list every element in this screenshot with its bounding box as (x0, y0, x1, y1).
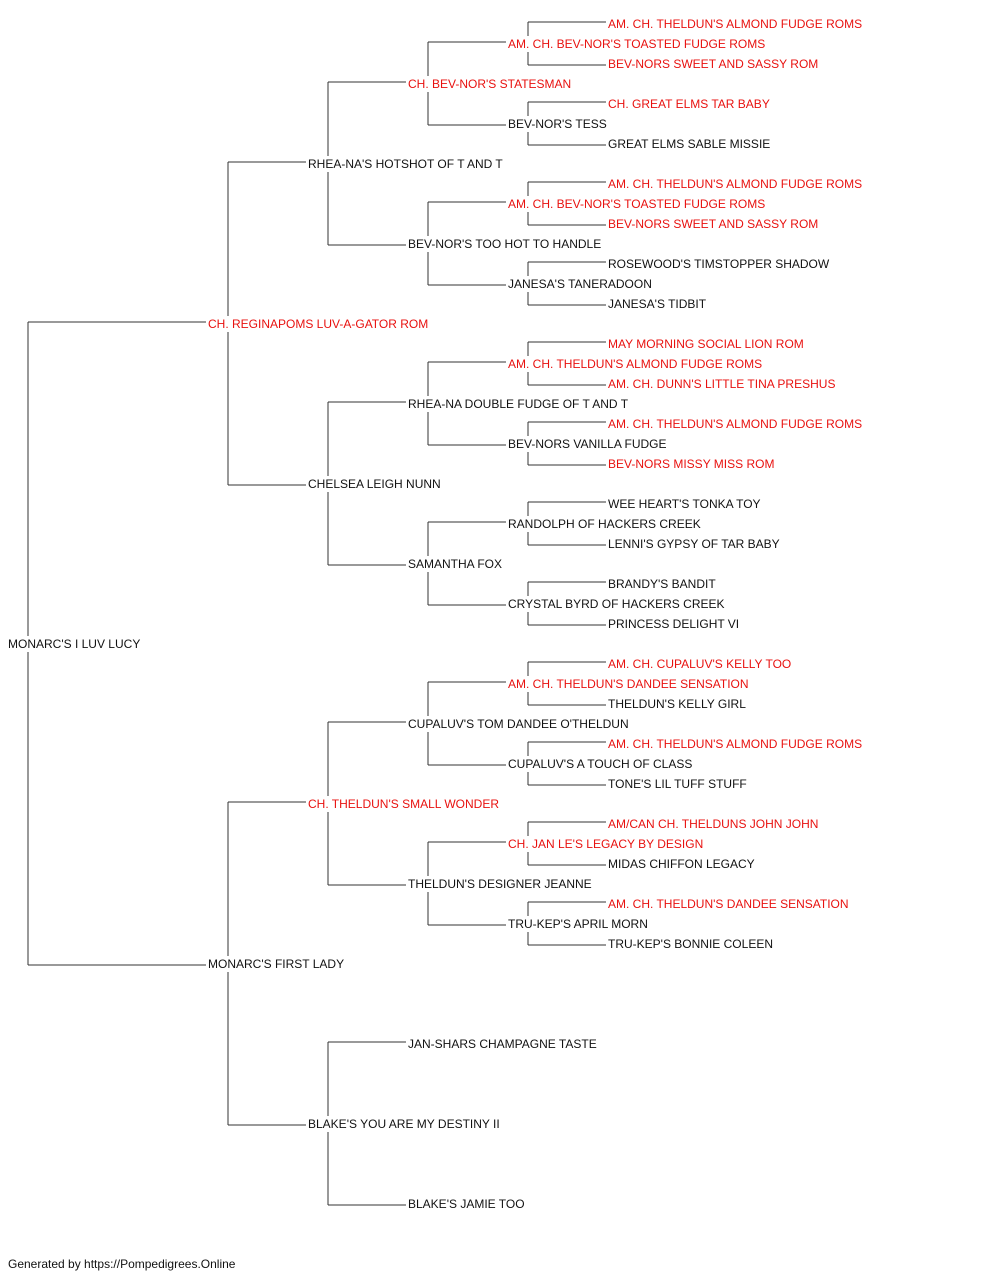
pedigree-entry-gen2: CH. THELDUN'S SMALL WONDER (307, 797, 500, 811)
pedigree-entry-gen5: GREAT ELMS SABLE MISSIE (607, 137, 772, 151)
pedigree-entry-gen5: AM. CH. THELDUN'S ALMOND FUDGE ROMS (607, 177, 864, 191)
pedigree-entry-gen4: AM. CH. BEV-NOR'S TOASTED FUDGE ROMS (507, 37, 767, 51)
pedigree-entry-gen5: PRINCESS DELIGHT VI (607, 617, 741, 631)
pedigree-entry-gen5: AM. CH. THELDUN'S ALMOND FUDGE ROMS (607, 17, 864, 31)
pedigree-entry-gen4: AM. CH. THELDUN'S DANDEE SENSATION (507, 677, 750, 691)
pedigree-entry-gen5: MAY MORNING SOCIAL LION ROM (607, 337, 805, 351)
pedigree-entry-gen5: TONE'S LIL TUFF STUFF (607, 777, 748, 791)
pedigree-entry-gen3: BEV-NOR'S TOO HOT TO HANDLE (407, 237, 603, 251)
pedigree-entry-gen3: SAMANTHA FOX (407, 557, 504, 571)
pedigree-entry-gen5: BEV-NORS SWEET AND SASSY ROM (607, 217, 820, 231)
pedigree-entry-gen4: CH. JAN LE'S LEGACY BY DESIGN (507, 837, 705, 851)
pedigree-entry-gen1: CH. REGINAPOMS LUV-A-GATOR ROM (207, 317, 430, 331)
pedigree-entry-gen3: BLAKE'S JAMIE TOO (407, 1197, 526, 1211)
pedigree-entry-gen5: THELDUN'S KELLY GIRL (607, 697, 747, 711)
pedigree-entry-gen3: THELDUN'S DESIGNER JEANNE (407, 877, 593, 891)
pedigree-entry-gen5: JANESA'S TIDBIT (607, 297, 708, 311)
pedigree-entry-gen4: BEV-NORS VANILLA FUDGE (507, 437, 668, 451)
pedigree-entry-gen5: AM/CAN CH. THELDUNS JOHN JOHN (607, 817, 820, 831)
pedigree-entry-gen5: BEV-NORS MISSY MISS ROM (607, 457, 776, 471)
pedigree-entry-gen5: AM. CH. DUNN'S LITTLE TINA PRESHUS (607, 377, 837, 391)
pedigree-entry-gen2: BLAKE'S YOU ARE MY DESTINY II (307, 1117, 501, 1131)
pedigree-entry-gen4: RANDOLPH OF HACKERS CREEK (507, 517, 702, 531)
pedigree-entry-gen4: TRU-KEP'S APRIL MORN (507, 917, 649, 931)
pedigree-entry-gen4: AM. CH. BEV-NOR'S TOASTED FUDGE ROMS (507, 197, 767, 211)
pedigree-entry-gen4: AM. CH. THELDUN'S ALMOND FUDGE ROMS (507, 357, 764, 371)
footer-credit: Generated by https://Pompedigrees.Online (8, 1257, 236, 1271)
pedigree-entry-gen3: RHEA-NA DOUBLE FUDGE OF T AND T (407, 397, 630, 411)
pedigree-entry-gen5: BEV-NORS SWEET AND SASSY ROM (607, 57, 820, 71)
pedigree-entry-gen2: CHELSEA LEIGH NUNN (307, 477, 442, 491)
pedigree-entry-gen5: WEE HEART'S TONKA TOY (607, 497, 762, 511)
pedigree-entry-gen4: JANESA'S TANERADOON (507, 277, 653, 291)
pedigree-entry-gen4: CRYSTAL BYRD OF HACKERS CREEK (507, 597, 726, 611)
pedigree-entry-gen5: MIDAS CHIFFON LEGACY (607, 857, 756, 871)
pedigree-entry-gen5: CH. GREAT ELMS TAR BABY (607, 97, 771, 111)
pedigree-entry-gen5: AM. CH. THELDUN'S ALMOND FUDGE ROMS (607, 737, 864, 751)
pedigree-entry-gen5: AM. CH. CUPALUV'S KELLY TOO (607, 657, 793, 671)
pedigree-entry-gen4: BEV-NOR'S TESS (507, 117, 608, 131)
pedigree-entry-gen3: JAN-SHARS CHAMPAGNE TASTE (407, 1037, 598, 1051)
pedigree-entry-gen5: ROSEWOOD'S TIMSTOPPER SHADOW (607, 257, 831, 271)
pedigree-entry-gen3: CH. BEV-NOR'S STATESMAN (407, 77, 573, 91)
pedigree-entry-gen5: AM. CH. THELDUN'S ALMOND FUDGE ROMS (607, 417, 864, 431)
pedigree-entry-gen2: RHEA-NA'S HOTSHOT OF T AND T (307, 157, 504, 171)
pedigree-entry-gen5: AM. CH. THELDUN'S DANDEE SENSATION (607, 897, 850, 911)
pedigree-entry-gen1: MONARC'S FIRST LADY (207, 957, 346, 971)
pedigree-entry-gen5: BRANDY'S BANDIT (607, 577, 717, 591)
pedigree-entry-gen5: LENNI'S GYPSY OF TAR BABY (607, 537, 781, 551)
pedigree-subject: MONARC'S I LUV LUCY (7, 637, 142, 651)
pedigree-entry-gen5: TRU-KEP'S BONNIE COLEEN (607, 937, 774, 951)
pedigree-entry-gen3: CUPALUV'S TOM DANDEE O'THELDUN (407, 717, 630, 731)
pedigree-entry-gen4: CUPALUV'S A TOUCH OF CLASS (507, 757, 694, 771)
